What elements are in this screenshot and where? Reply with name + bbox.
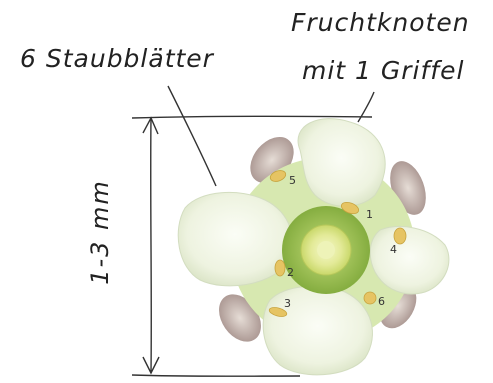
anther (364, 292, 376, 304)
anther (275, 260, 285, 276)
label-size: 1-3 mm (86, 162, 114, 302)
stamen-number-3: 3 (284, 297, 291, 310)
ovary (282, 206, 370, 294)
dimension-line-top (132, 116, 372, 118)
label-stamens: 6 Staubblätter (20, 44, 214, 73)
stamen-number-5: 5 (289, 174, 296, 187)
stamen-number-4: 4 (390, 243, 397, 256)
petal-bottom (263, 286, 372, 375)
stamen-number-1: 1 (366, 208, 373, 221)
label-ovary-line1: Fruchtknoten (291, 8, 470, 37)
stamen-number-2: 2 (287, 266, 294, 279)
dimension-arrow-shaft (151, 118, 152, 373)
leader-line-stamens (168, 86, 216, 186)
label-ovary-line2: mit 1 Griffel (302, 56, 464, 85)
stamen-number-6: 6 (378, 295, 385, 308)
petal-left (178, 192, 292, 285)
dimension-line-bottom (132, 375, 300, 376)
anther (394, 228, 406, 244)
